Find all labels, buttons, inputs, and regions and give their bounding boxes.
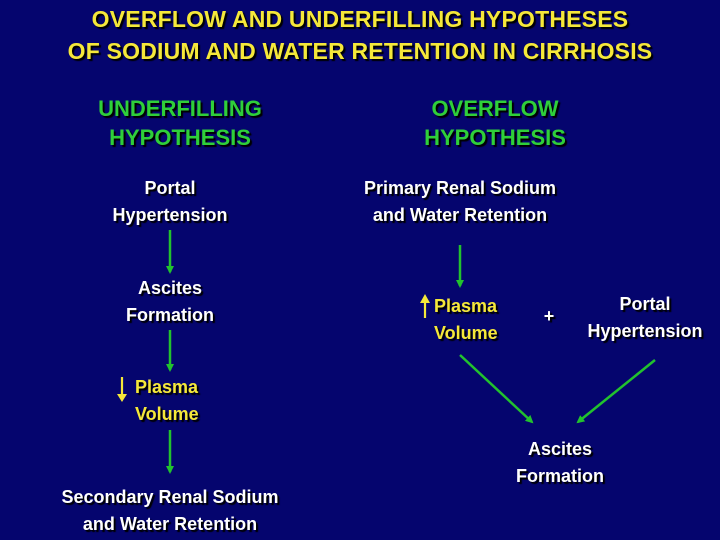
node-line-2: and Water Retention: [372, 205, 548, 225]
node-line-2: Hypertension: [587, 321, 703, 341]
plus-sign: +: [543, 306, 555, 326]
node-line-1: Plasma: [135, 377, 199, 397]
node-line-2: Formation: [516, 466, 604, 486]
overflow-heading-line-2: HYPOTHESIS: [424, 125, 566, 150]
node-line-2: Hypertension: [112, 205, 228, 225]
node-line-2: and Water Retention: [82, 514, 258, 534]
node-ascites-formation-left: Ascites Formation: [70, 275, 270, 329]
node-line-2: Volume: [434, 323, 498, 343]
node-plasma-volume-decreased: Plasma Volume: [135, 374, 235, 428]
down-arrow-icon: [117, 377, 127, 402]
node-portal-hypertension-left: Portal Hypertension: [70, 175, 270, 229]
overflow-heading: OVERFLOW HYPOTHESIS: [385, 94, 605, 152]
slide-title-line-1: OVERFLOW AND UNDERFILLING HYPOTHESES: [91, 6, 629, 32]
node-line-1: Secondary Renal Sodium: [61, 487, 279, 507]
node-ascites-formation-right: Ascites Formation: [480, 436, 640, 490]
node-secondary-renal-retention: Secondary Renal Sodium and Water Retenti…: [30, 484, 310, 538]
underfilling-heading-line-2: HYPOTHESIS: [109, 125, 251, 150]
node-primary-renal-retention: Primary Renal Sodium and Water Retention: [330, 175, 590, 229]
node-line-1: Plasma: [434, 296, 498, 316]
arrow-portal-to-ascites-right: [576, 359, 656, 424]
node-line-1: Portal: [619, 294, 671, 314]
slide-title-line-2: OF SODIUM AND WATER RETENTION IN CIRRHOS…: [67, 38, 653, 64]
underfilling-heading: UNDERFILLING HYPOTHESIS: [70, 94, 290, 152]
node-line-1: Ascites: [527, 439, 593, 459]
node-line-2: Formation: [126, 305, 214, 325]
node-line-2: Volume: [135, 404, 199, 424]
node-line-1: Ascites: [137, 278, 203, 298]
node-portal-hypertension-right: Portal Hypertension: [575, 291, 715, 345]
node-plasma-volume-increased: Plasma Volume: [434, 293, 534, 347]
up-arrow-icon: [420, 294, 430, 318]
arrow-plasma-to-ascites-right: [459, 354, 534, 424]
overflow-heading-line-1: OVERFLOW: [431, 96, 559, 121]
underfilling-heading-line-1: UNDERFILLING: [98, 96, 262, 121]
node-line-1: Portal: [144, 178, 196, 198]
node-line-1: Primary Renal Sodium: [363, 178, 557, 198]
